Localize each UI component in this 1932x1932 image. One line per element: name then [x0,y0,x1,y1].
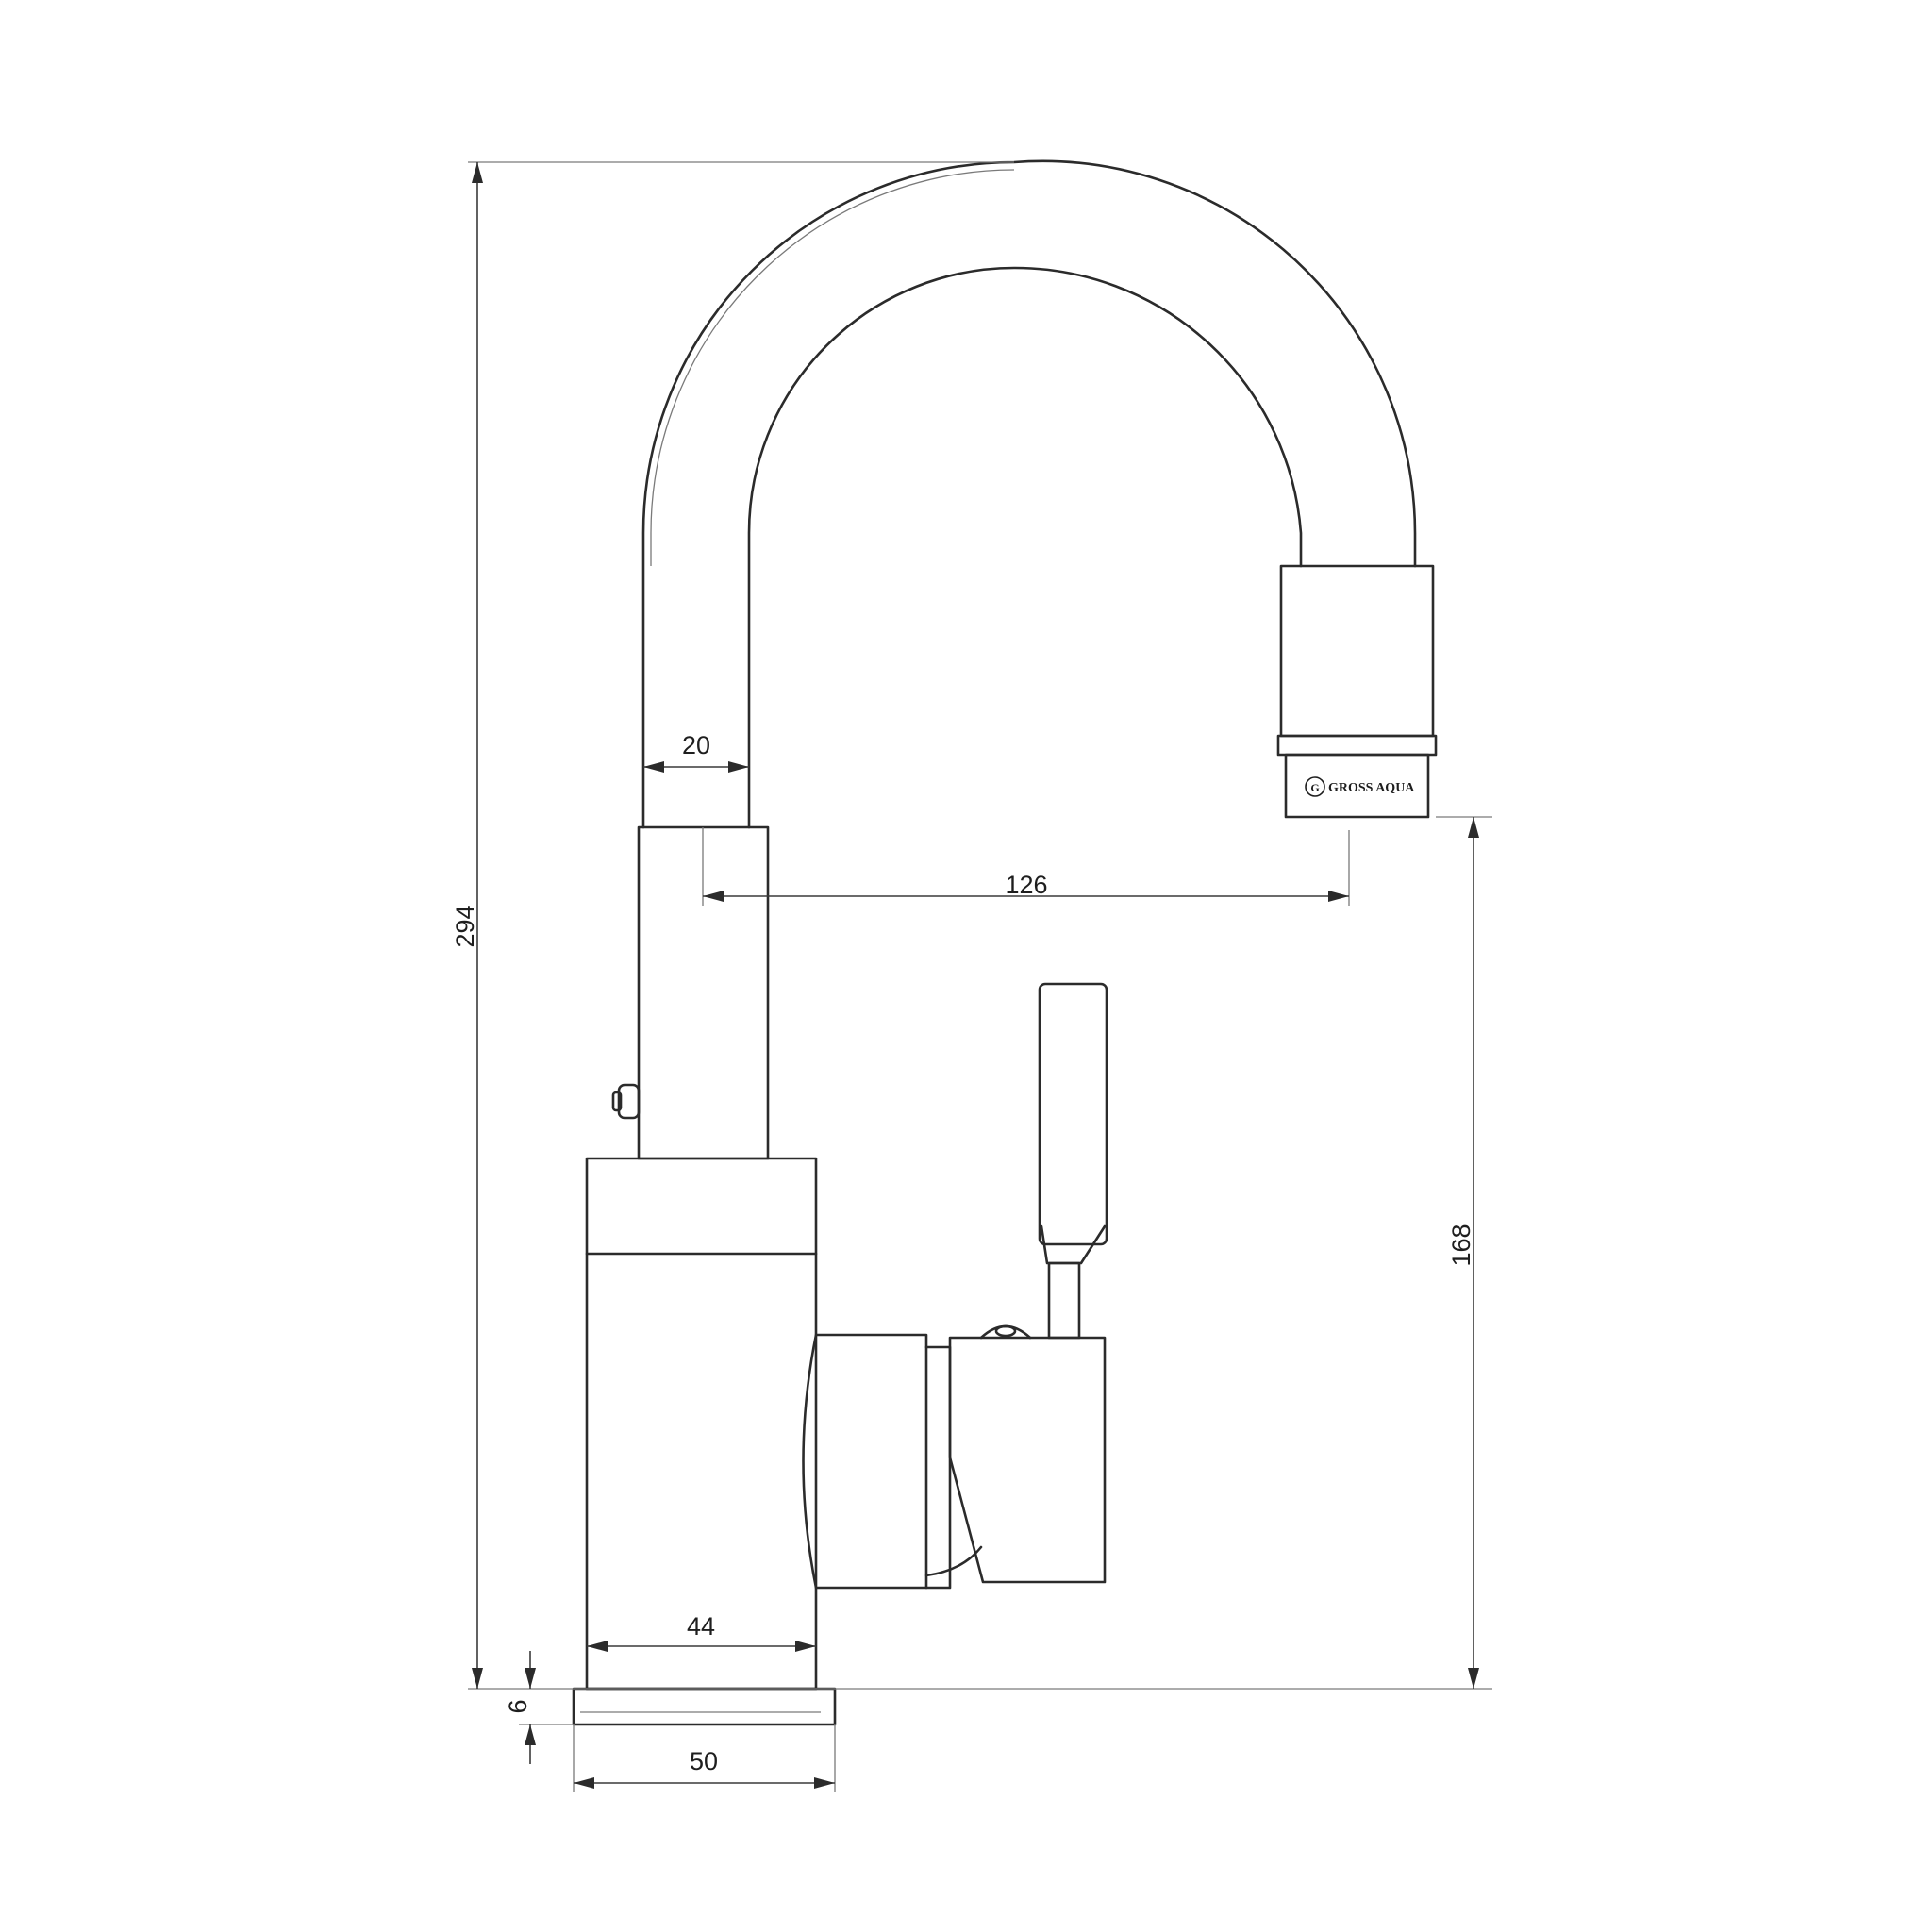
dim-body-width-label: 44 [687,1612,715,1641]
dim-tube-diameter: 20 [643,731,749,773]
dim-spout-reach: 126 [702,827,1350,906]
side-button-cap [611,1091,623,1112]
dim-spout-height-label: 168 [1447,1224,1475,1266]
dim-base-width: 50 [573,1724,836,1792]
dim-total-height-label: 294 [451,905,479,947]
dim-spout-reach-label: 126 [1005,871,1047,899]
aerator-logo: G GROSS AQUA [1305,776,1415,797]
spout-outer-arc [641,159,1417,829]
faucet-outline: G GROSS AQUA [572,159,1438,1726]
spout-inner-arc [747,266,1303,829]
logo-text: GROSS AQUA [1328,781,1415,795]
dimension-lines: 294 168 126 20 [451,161,1492,1792]
lever-grip [1038,982,1108,1246]
cartridge-housing [802,1333,928,1590]
dim-total-height: 294 [451,162,483,1689]
side-button [617,1083,641,1120]
aerator-ring [1276,734,1438,757]
dim-tube-diameter-label: 20 [682,731,710,759]
lever-block [948,1336,1107,1584]
base-plate [572,1687,837,1726]
cartridge-step [924,1345,952,1590]
spout-highlight [650,169,1015,566]
aerator-body [1279,564,1435,738]
body-collar [585,1157,818,1256]
lever-screw [994,1324,1017,1338]
dim-base-thickness: 6 [504,1651,574,1764]
logo-emblem-icon [1305,776,1325,797]
aerator-tip [1284,753,1430,819]
lever-grip-taper [1040,1224,1107,1265]
dim-base-thickness-label: 6 [504,1699,532,1713]
dim-body-width: 44 [587,1612,816,1652]
svg-text:G: G [1310,781,1319,794]
dim-spout-height: 168 [1447,817,1479,1689]
cartridge-curve-base [924,1545,983,1577]
lever-stem [1047,1261,1081,1340]
dim-base-width-label: 50 [690,1747,718,1775]
